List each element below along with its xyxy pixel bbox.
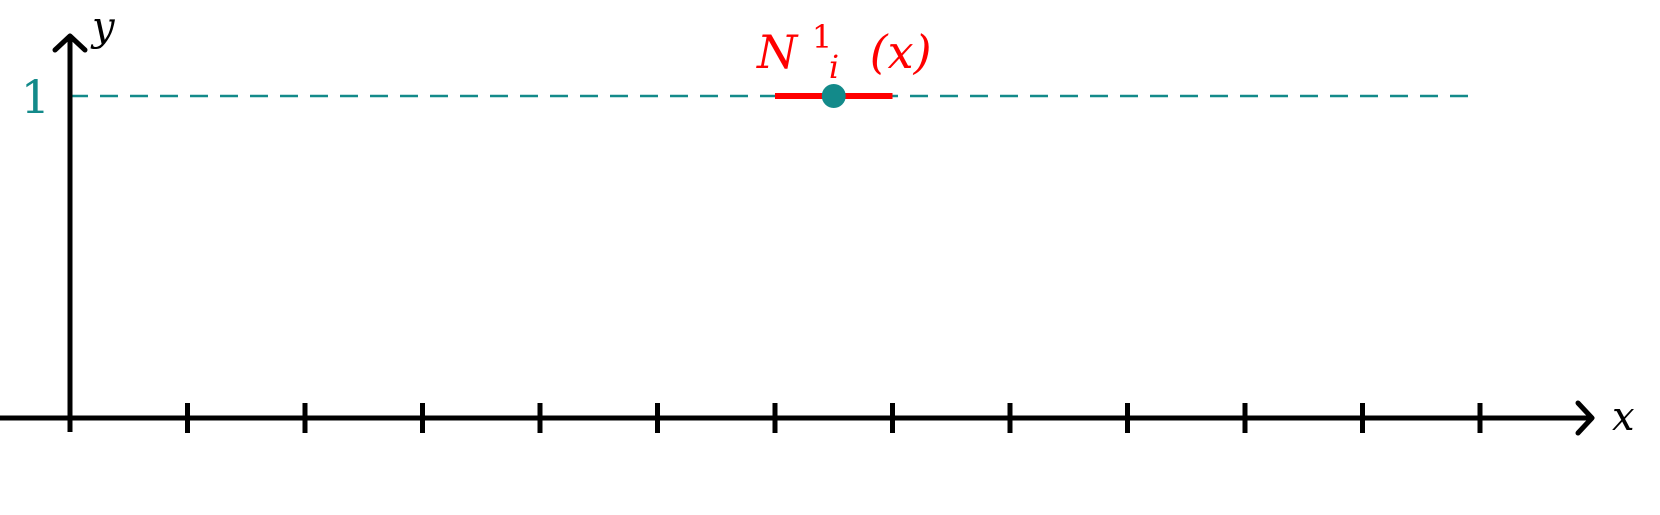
y-axis-label: y: [90, 4, 116, 50]
x-axis-label: x: [1612, 394, 1635, 440]
function-label: N 1 i (x): [756, 5, 932, 89]
function-label-superscript: 1: [812, 18, 832, 56]
function-label-base: N: [756, 25, 799, 79]
x-axis-ticks: [185, 403, 1483, 433]
y-tick-label-one: 1: [21, 70, 50, 124]
y-axis-arrowhead: [52, 33, 88, 53]
function-label-argument: (x): [870, 25, 932, 79]
x-axis-arrowhead: [1575, 400, 1595, 436]
basis-function-point: [821, 84, 846, 108]
function-label-subscript: i: [829, 48, 839, 86]
